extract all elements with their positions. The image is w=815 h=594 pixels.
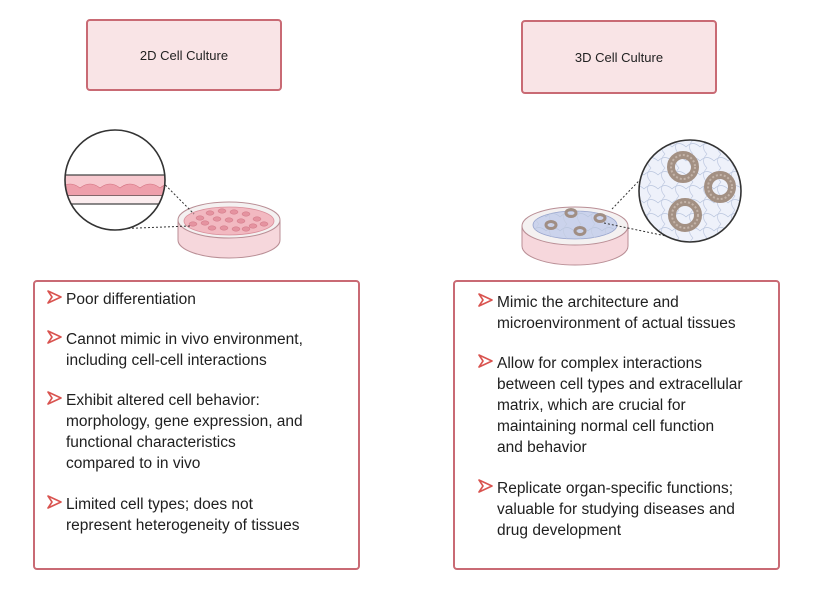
list-item-text: Poor differentiation <box>66 291 196 308</box>
magnified-view-3d <box>638 139 742 243</box>
culture-illustrations <box>64 129 742 266</box>
list-item-text: Mimic the architecture and microenvironm… <box>497 294 736 332</box>
list-item: Limited cell types; does not represent h… <box>44 494 300 536</box>
list-item: Exhibit altered cell behavior: morpholog… <box>44 390 303 474</box>
title-box-3d-cell-culture: 3D Cell Culture <box>521 20 717 94</box>
chevron-right-icon <box>47 290 62 304</box>
list-item-text: Exhibit altered cell behavior: morpholog… <box>66 392 303 472</box>
title-box-2d-cell-culture: 2D Cell Culture <box>86 19 282 91</box>
chevron-right-icon <box>47 391 62 405</box>
title-3d-label: 3D Cell Culture <box>574 49 664 65</box>
panel-2d-limitations: Poor differentiation Cannot mimic in viv… <box>33 280 360 570</box>
list-item-text: Allow for complex interactions between c… <box>497 355 743 456</box>
list-item: Cannot mimic in vivo environment, includ… <box>44 329 303 371</box>
chevron-right-icon <box>47 330 62 344</box>
magnified-view-2d <box>64 129 166 231</box>
list-item-text: Cannot mimic in vivo environment, includ… <box>66 331 303 369</box>
chevron-right-icon <box>478 354 493 368</box>
petri-dish-2d <box>177 201 281 259</box>
title-2d-label: 2D Cell Culture <box>139 47 229 63</box>
list-item: Replicate organ-specific functions; valu… <box>475 478 735 541</box>
chevron-right-icon <box>478 293 493 307</box>
list-item: Mimic the architecture and microenvironm… <box>475 292 736 334</box>
panel-3d-advantages: Mimic the architecture and microenvironm… <box>453 280 780 570</box>
list-item-text: Replicate organ-specific functions; valu… <box>497 480 735 539</box>
list-item: Poor differentiation <box>44 289 196 310</box>
chevron-right-icon <box>47 495 62 509</box>
chevron-right-icon <box>478 479 493 493</box>
list-item-text: Limited cell types; does not represent h… <box>66 496 300 534</box>
petri-dish-3d <box>521 206 629 266</box>
list-item: Allow for complex interactions between c… <box>475 353 743 458</box>
